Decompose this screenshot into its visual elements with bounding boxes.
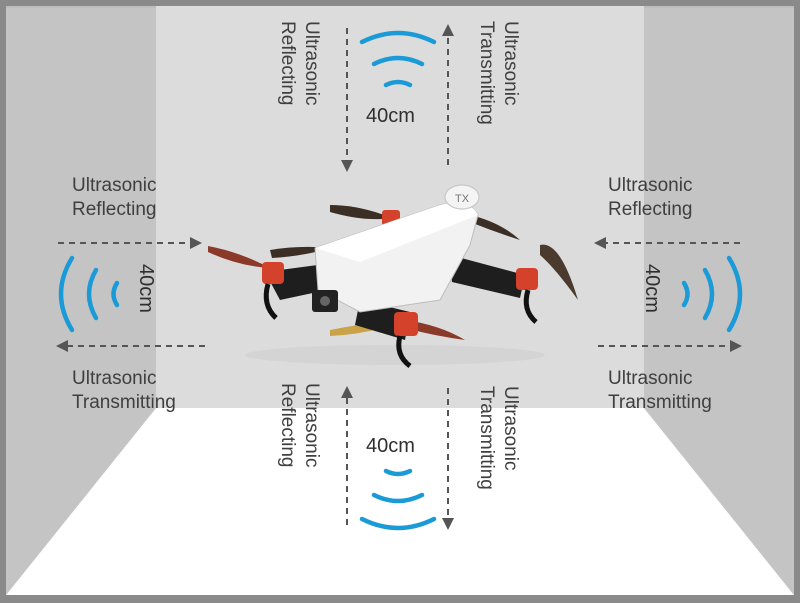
arrows [58, 28, 740, 525]
right-reflect-line-2: Reflecting [608, 199, 693, 220]
leg-front [396, 335, 412, 369]
drone-shadow [245, 345, 545, 365]
right-wave-3 [726, 255, 743, 333]
top-reflect-label: Ultrasonic Reflecting [273, 21, 323, 157]
bottom-transmit-label: Ultrasonic Transmitting [472, 386, 522, 544]
camera-lens [320, 296, 330, 306]
left-wall [6, 6, 156, 595]
waves [58, 30, 743, 531]
right-reflect-label: Ultrasonic Reflecting [608, 174, 693, 222]
tx-label: TX [455, 193, 470, 205]
left-reflect-label: Ultrasonic Reflecting [72, 174, 157, 222]
top-wave-1 [359, 30, 437, 45]
left-reflect-line-2: Reflecting [72, 199, 157, 220]
bottom-reflect-arrowhead [341, 386, 353, 398]
drone-icon: TX [208, 184, 578, 369]
leg-left [263, 283, 278, 320]
left-distance-label: 40cm [135, 264, 157, 313]
bottom-transmit-arrowhead [442, 518, 454, 530]
left-wave-2 [86, 267, 99, 321]
left-wave-1 [58, 255, 75, 333]
left-transmit-line-1: Ultrasonic [72, 368, 157, 389]
right-wall [644, 6, 794, 595]
motor-right [516, 268, 538, 290]
left-reflect-line-1: Ultrasonic [72, 175, 157, 196]
top-reflect-arrowhead [341, 160, 353, 172]
right-transmit-line-1: Ultrasonic [608, 368, 693, 389]
left-transmit-label: Ultrasonic Transmitting [72, 367, 176, 415]
right-reflect-line-1: Ultrasonic [608, 175, 693, 196]
right-transmit-label: Ultrasonic Transmitting [608, 367, 712, 415]
top-transmit-arrowhead [442, 24, 454, 36]
arm-right [450, 255, 525, 298]
motor-left [262, 262, 284, 284]
bottom-transmit-line-1: Ultrasonic [500, 386, 521, 471]
right-wave-1 [681, 280, 690, 308]
top-reflect-line-2: Reflecting [277, 21, 298, 106]
right-transmit-arrowhead [730, 340, 742, 352]
tx-module [444, 184, 480, 210]
left-transmit-arrowhead [56, 340, 68, 352]
left-wave-3 [111, 280, 120, 308]
bottom-reflect-label: Ultrasonic Reflecting [273, 383, 323, 519]
propeller-left [208, 246, 270, 268]
bottom-transmit-line-2: Transmitting [476, 386, 497, 490]
top-wave-2 [371, 55, 425, 67]
top-distance-label: 40cm [366, 105, 415, 127]
bottom-wave-1 [383, 468, 413, 477]
drone-body-top [315, 202, 478, 262]
left-reflect-arrowhead [190, 237, 202, 249]
propeller-right [540, 244, 578, 300]
propeller-back-left [330, 205, 392, 220]
bottom-wave-3 [359, 516, 437, 531]
top-transmit-label: Ultrasonic Transmitting [472, 21, 522, 179]
leg-right [523, 289, 538, 324]
propeller-front-2 [405, 320, 465, 340]
bottom-wave-2 [371, 492, 425, 504]
arrowheads [56, 24, 742, 530]
right-distance-label: 40cm [641, 264, 663, 313]
bottom-distance-label: 40cm [366, 435, 415, 457]
propeller-back-right [470, 215, 520, 240]
top-transmit-line-1: Ultrasonic [500, 21, 521, 106]
right-reflect-arrowhead [594, 237, 606, 249]
top-wave-3 [383, 79, 413, 88]
bottom-reflect-line-1: Ultrasonic [301, 383, 322, 468]
right-transmit-line-2: Transmitting [608, 392, 712, 413]
left-transmit-line-2: Transmitting [72, 392, 176, 413]
right-wave-2 [702, 267, 715, 321]
motor-front [394, 312, 418, 336]
top-transmit-line-2: Transmitting [476, 21, 497, 125]
bottom-reflect-line-2: Reflecting [277, 383, 298, 468]
top-reflect-line-1: Ultrasonic [301, 21, 322, 106]
